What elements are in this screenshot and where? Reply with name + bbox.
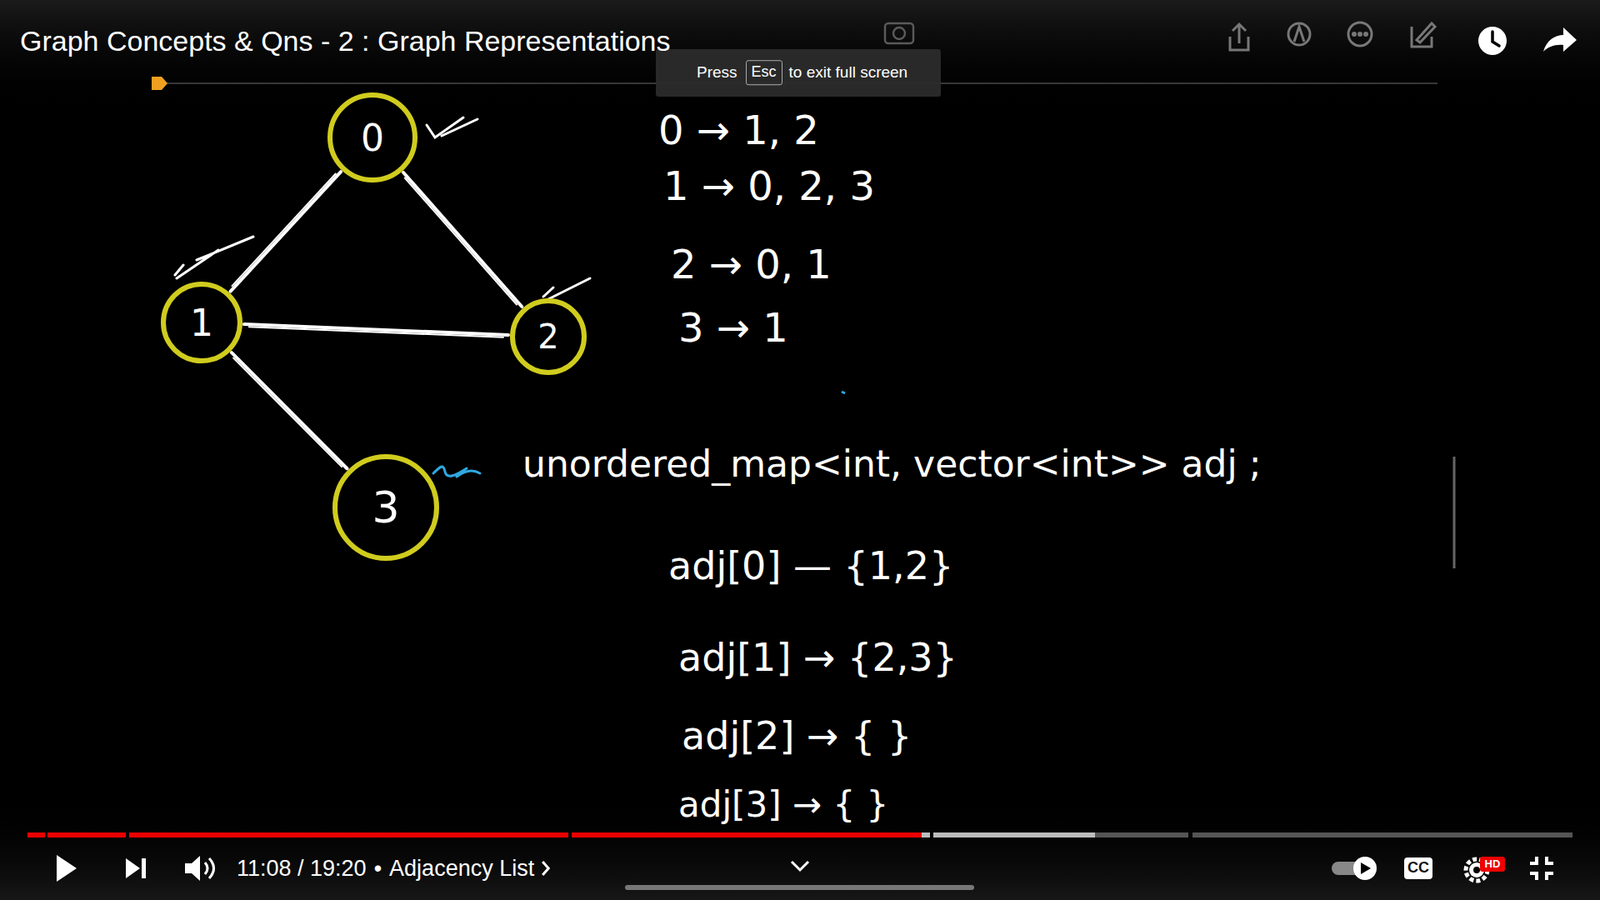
cc-button — [1404, 857, 1433, 880]
page-marker — [151, 76, 168, 90]
autoplay-toggle — [1331, 856, 1377, 880]
chapter-chevron — [542, 861, 549, 875]
vertex-label: 2 — [537, 317, 559, 356]
adjacency-line: 2 → 0, 1 — [670, 240, 832, 290]
graph-edge — [244, 324, 509, 338]
graph-vertex: 1 — [160, 281, 243, 364]
adjacency-line: 0 → 1, 2 — [658, 106, 820, 155]
graph-vertex: 0 — [327, 92, 418, 183]
graph-vertex: 2 — [510, 298, 587, 375]
vertex-label: 3 — [371, 482, 400, 533]
adjacency-line: adj[1] → {2,3} — [678, 635, 958, 681]
tooltip-text: to exit full screen — [789, 63, 909, 83]
top-shade — [0, 0, 1600, 109]
adjacency-line: 3 → 1 — [678, 304, 789, 353]
time-display: 11:08 / 19:20 — [236, 855, 367, 882]
graph-edge — [230, 171, 341, 291]
camera-icon — [885, 23, 914, 44]
chapter-title: Adjacency List — [389, 855, 535, 882]
watch-later-icon — [1478, 26, 1507, 55]
exit-fullscreen-icon — [1530, 856, 1554, 880]
scroll-indicator — [1453, 456, 1456, 569]
graph-edge — [403, 172, 522, 307]
ink-dot — [841, 391, 845, 394]
vertex-label: 0 — [360, 116, 385, 160]
adjacency-line: adj[2] → { } — [681, 713, 912, 760]
separator-dot: • — [374, 855, 382, 882]
tooltip-box — [655, 49, 941, 97]
play-icon — [56, 855, 77, 882]
graph-vertex: 3 — [332, 454, 440, 561]
hd-label: HD — [1485, 857, 1501, 871]
graph-edge — [231, 352, 347, 469]
adjacency-line: 1 → 0, 2, 3 — [663, 162, 875, 211]
progress-bar — [27, 832, 1573, 838]
home-indicator — [625, 885, 975, 890]
key-cap: Esc — [745, 60, 783, 85]
video-title: Graph Concepts & Qns - 2 : Graph Represe… — [20, 24, 671, 59]
vertex-label: 1 — [190, 301, 214, 345]
code-line: unordered_map<int, vector<int>> adj ; — [522, 442, 1262, 487]
volume-icon — [185, 855, 215, 881]
toolbar-icons — [1230, 22, 1435, 50]
share-icon — [1543, 27, 1577, 52]
adjacency-line: adj[0] — {1,2} — [668, 543, 954, 590]
next-icon — [125, 858, 146, 879]
check-mark-blue — [433, 466, 480, 477]
adjacency-line: adj[3] → { } — [678, 784, 889, 826]
cc-label: CC — [1407, 859, 1430, 878]
chevron-down — [791, 861, 809, 870]
tooltip-text: Press — [696, 63, 738, 83]
hd-badge — [1480, 856, 1505, 872]
